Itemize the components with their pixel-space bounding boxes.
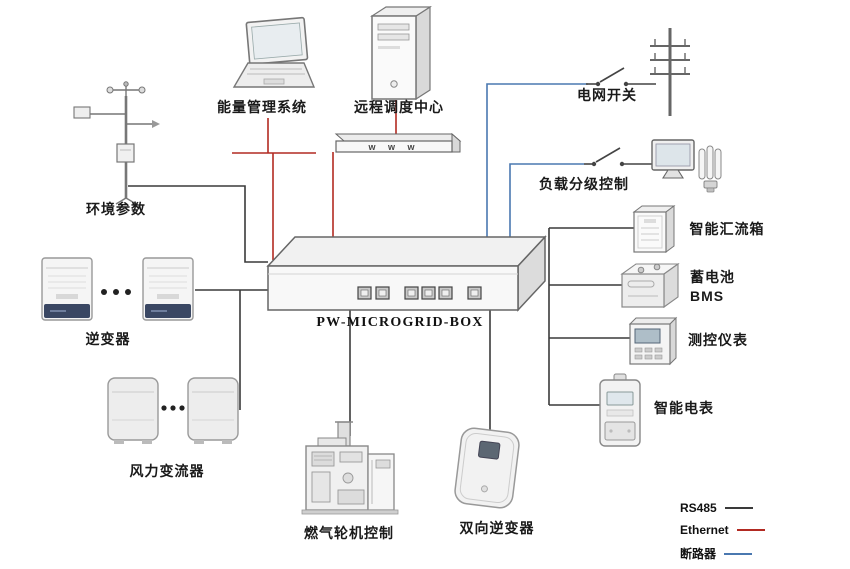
wind-converter-icon	[107, 377, 159, 444]
weather-station-icon	[73, 81, 160, 205]
label-environment: 环境参数	[86, 201, 146, 217]
legend-line-breaker	[724, 552, 753, 555]
legend-item-ethernet: Ethernet	[680, 523, 765, 537]
battery-icon	[620, 262, 680, 309]
load-monitor-icon	[651, 139, 695, 179]
cfl-bulb-icon	[698, 145, 722, 193]
ellipsis-inverters	[101, 289, 131, 295]
inverter-icon	[41, 257, 93, 321]
smart-meter-icon	[599, 373, 641, 447]
microgrid-box-icon	[266, 235, 547, 312]
legend-label-ethernet: Ethernet	[680, 523, 729, 537]
label-wind-converter: 风力变流器	[129, 463, 205, 479]
label-battery-bms: 蓄电池 BMS	[690, 268, 735, 306]
legend-item-rs485: RS485	[680, 501, 753, 515]
box-ports	[357, 286, 482, 300]
label-battery-line1: 蓄电池	[690, 269, 735, 285]
breaker-connection-lines	[486, 83, 588, 237]
ellipsis-wind	[161, 405, 185, 411]
label-gas-turbine: 燃气轮机控制	[304, 525, 394, 541]
label-combiner: 智能汇流箱	[689, 221, 765, 237]
rs485-connection-lines	[128, 185, 634, 436]
hub-www-text: w w w	[368, 142, 420, 152]
legend-line-rs485	[724, 507, 753, 509]
label-energy-management: 能量管理系统	[217, 99, 307, 115]
instrument-icon	[628, 316, 678, 366]
load-switch-symbol	[584, 147, 652, 167]
label-grid-switch: 电网开关	[577, 87, 637, 103]
label-instrument: 测控仪表	[688, 332, 748, 348]
label-load-control: 负载分级控制	[539, 176, 629, 192]
wind-converter-icon	[187, 377, 239, 444]
legend-label-breaker: 断路器	[680, 547, 717, 561]
gas-turbine-icon	[301, 421, 399, 515]
desktop-tower-icon	[369, 5, 433, 101]
label-microgrid-box: PW-MICROGRID-BOX	[316, 315, 484, 330]
legend-item-breaker: 断路器	[680, 545, 753, 562]
power-pole-icon	[650, 28, 690, 116]
grid-switch-symbol	[586, 67, 656, 87]
inverter-icon	[142, 257, 194, 321]
legend-label-rs485: RS485	[680, 501, 717, 515]
label-inverter: 逆变器	[85, 331, 131, 347]
combiner-box-icon	[632, 205, 676, 253]
ethernet-connection-lines	[232, 100, 397, 260]
label-bidirectional-inverter: 双向逆变器	[459, 520, 535, 536]
legend-line-ethernet	[736, 529, 765, 531]
label-smart-meter: 智能电表	[654, 400, 714, 416]
laptop-icon	[232, 16, 316, 88]
network-hub-icon	[334, 132, 462, 153]
label-remote-dispatch: 远程调度中心	[354, 99, 444, 115]
bidirectional-inverter-icon	[454, 427, 520, 509]
label-battery-line2: BMS	[690, 287, 725, 304]
